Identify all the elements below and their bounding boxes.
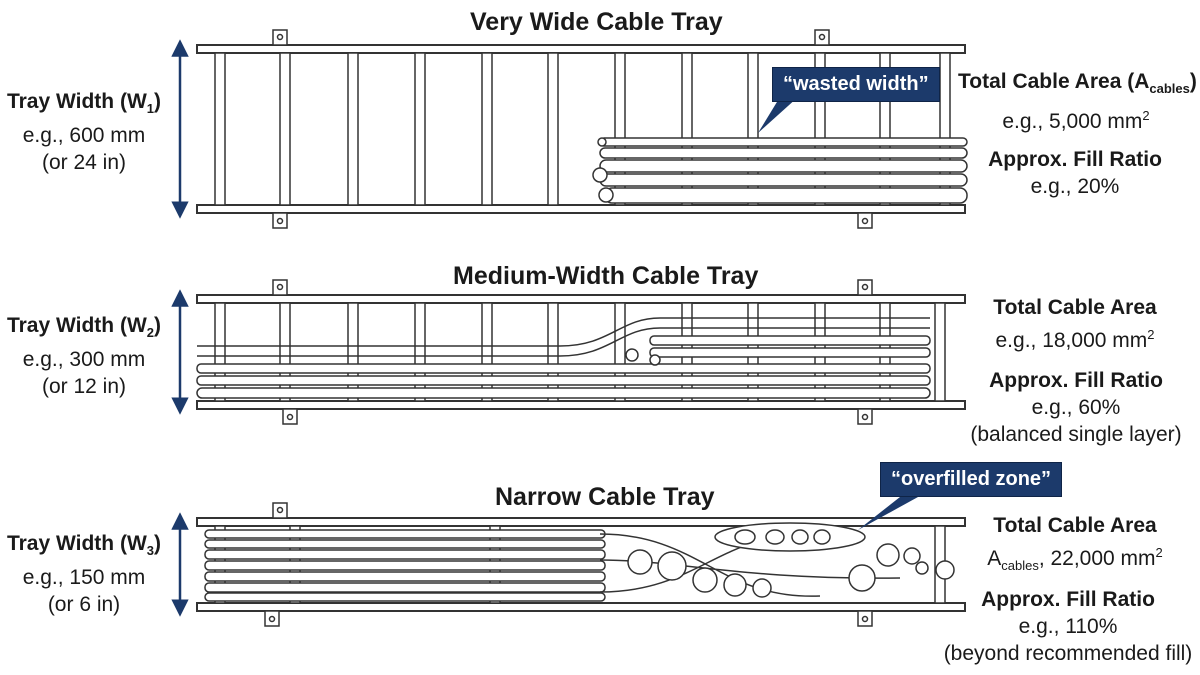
tray-3-top-rail [196,517,966,527]
tray-3-brackets [264,502,873,627]
tray-3 [196,502,966,627]
tray-1-fill-info: Approx. Fill Ratio e.g., 20% [988,148,1162,198]
tray-2-top-rail [196,294,966,304]
tray-1-rungs [214,52,951,206]
tray-3-area-info: Total Cable Area Acables, 22,000 mm2 [987,514,1163,574]
tray-3-fill-info: Approx. Fill Ratio e.g., 110% (beyond re… [943,588,1193,665]
tray-2-cables [196,317,931,399]
tray-1-width-label: Tray Width (W1) e.g., 600 mm (or 24 in) [6,90,162,175]
wasted-width-callout: “wasted width” [772,67,940,102]
overfilled-zone-callout: “overfilled zone” [880,462,1063,497]
tray-3-title: Narrow Cable Tray [495,483,715,511]
tray-2 [196,279,966,425]
tray-1-title: Very Wide Cable Tray [470,8,723,36]
tray-3-bottom-rail [196,602,966,612]
tray-2-brackets [272,279,873,425]
tray-3-cables [204,522,955,602]
tray-2-width-label: Tray Width (W2) e.g., 300 mm (or 12 in) [6,314,162,399]
tray-1-bottom-rail [196,204,966,214]
tray-2-fill-info: Approx. Fill Ratio e.g., 60% (balanced s… [970,369,1182,446]
tray-1-area-info: Total Cable Area (Acables) e.g., 5,000 m… [958,70,1197,134]
tray-3-width-label: Tray Width (W3) e.g., 150 mm (or 6 in) [6,532,162,617]
tray-1 [196,29,968,229]
overfilled-zone-pointer [858,497,918,530]
tray-1-cable-bundle [592,137,968,204]
tray-2-bottom-rail [196,400,966,410]
wasted-width-pointer [758,97,798,133]
tray-2-title: Medium-Width Cable Tray [453,262,759,290]
tray-2-area-info: Total Cable Area e.g., 18,000 mm2 [993,296,1157,352]
tray-1-top-rail [196,44,966,54]
tray-1-brackets [272,29,873,229]
